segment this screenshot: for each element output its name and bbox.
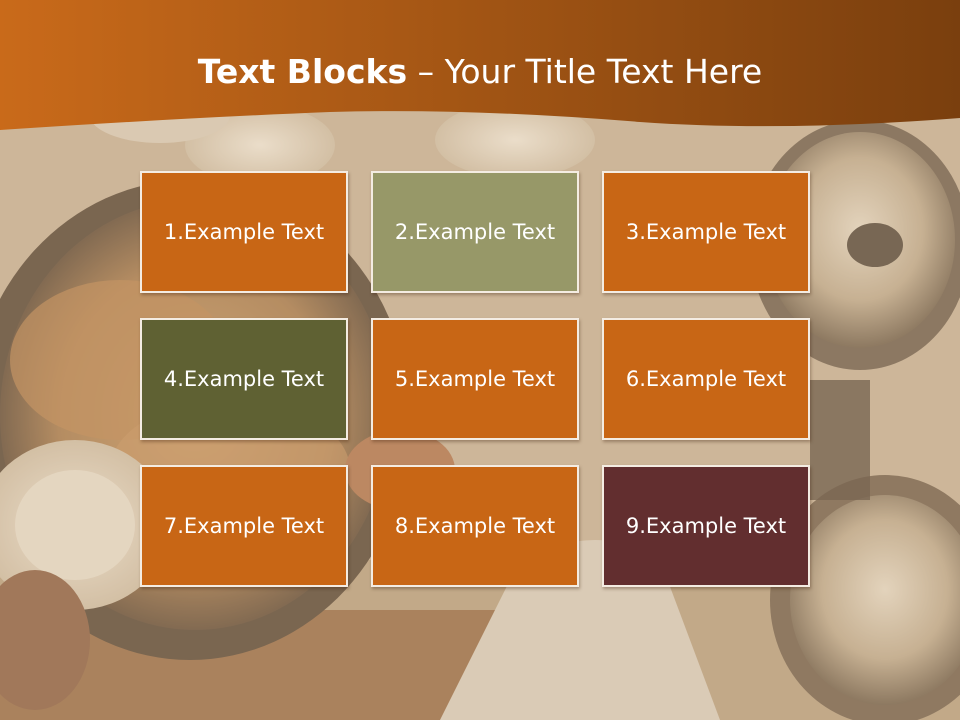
title-rest: Your Title Text Here [444, 52, 763, 91]
text-block-2[interactable]: 2.Example Text [371, 171, 579, 293]
text-block-label: 3.Example Text [625, 220, 787, 244]
slide-title: Text Blocks – Your Title Text Here [0, 52, 960, 91]
text-block-6[interactable]: 6.Example Text [602, 318, 810, 440]
title-bold: Text Blocks [197, 52, 408, 91]
text-block-5[interactable]: 5.Example Text [371, 318, 579, 440]
text-block-9[interactable]: 9.Example Text [602, 465, 810, 587]
text-block-7[interactable]: 7.Example Text [140, 465, 348, 587]
title-band [0, 0, 960, 140]
text-block-4[interactable]: 4.Example Text [140, 318, 348, 440]
text-block-label: 9.Example Text [625, 514, 787, 538]
text-block-3[interactable]: 3.Example Text [602, 171, 810, 293]
text-block-label: 6.Example Text [625, 367, 787, 391]
text-block-1[interactable]: 1.Example Text [140, 171, 348, 293]
text-block-label: 4.Example Text [163, 367, 325, 391]
text-block-label: 2.Example Text [394, 220, 556, 244]
text-block-label: 7.Example Text [163, 514, 325, 538]
text-block-label: 5.Example Text [394, 367, 556, 391]
text-block-label: 8.Example Text [394, 514, 556, 538]
text-block-8[interactable]: 8.Example Text [371, 465, 579, 587]
title-dash: – [407, 52, 445, 91]
text-block-label: 1.Example Text [163, 220, 325, 244]
